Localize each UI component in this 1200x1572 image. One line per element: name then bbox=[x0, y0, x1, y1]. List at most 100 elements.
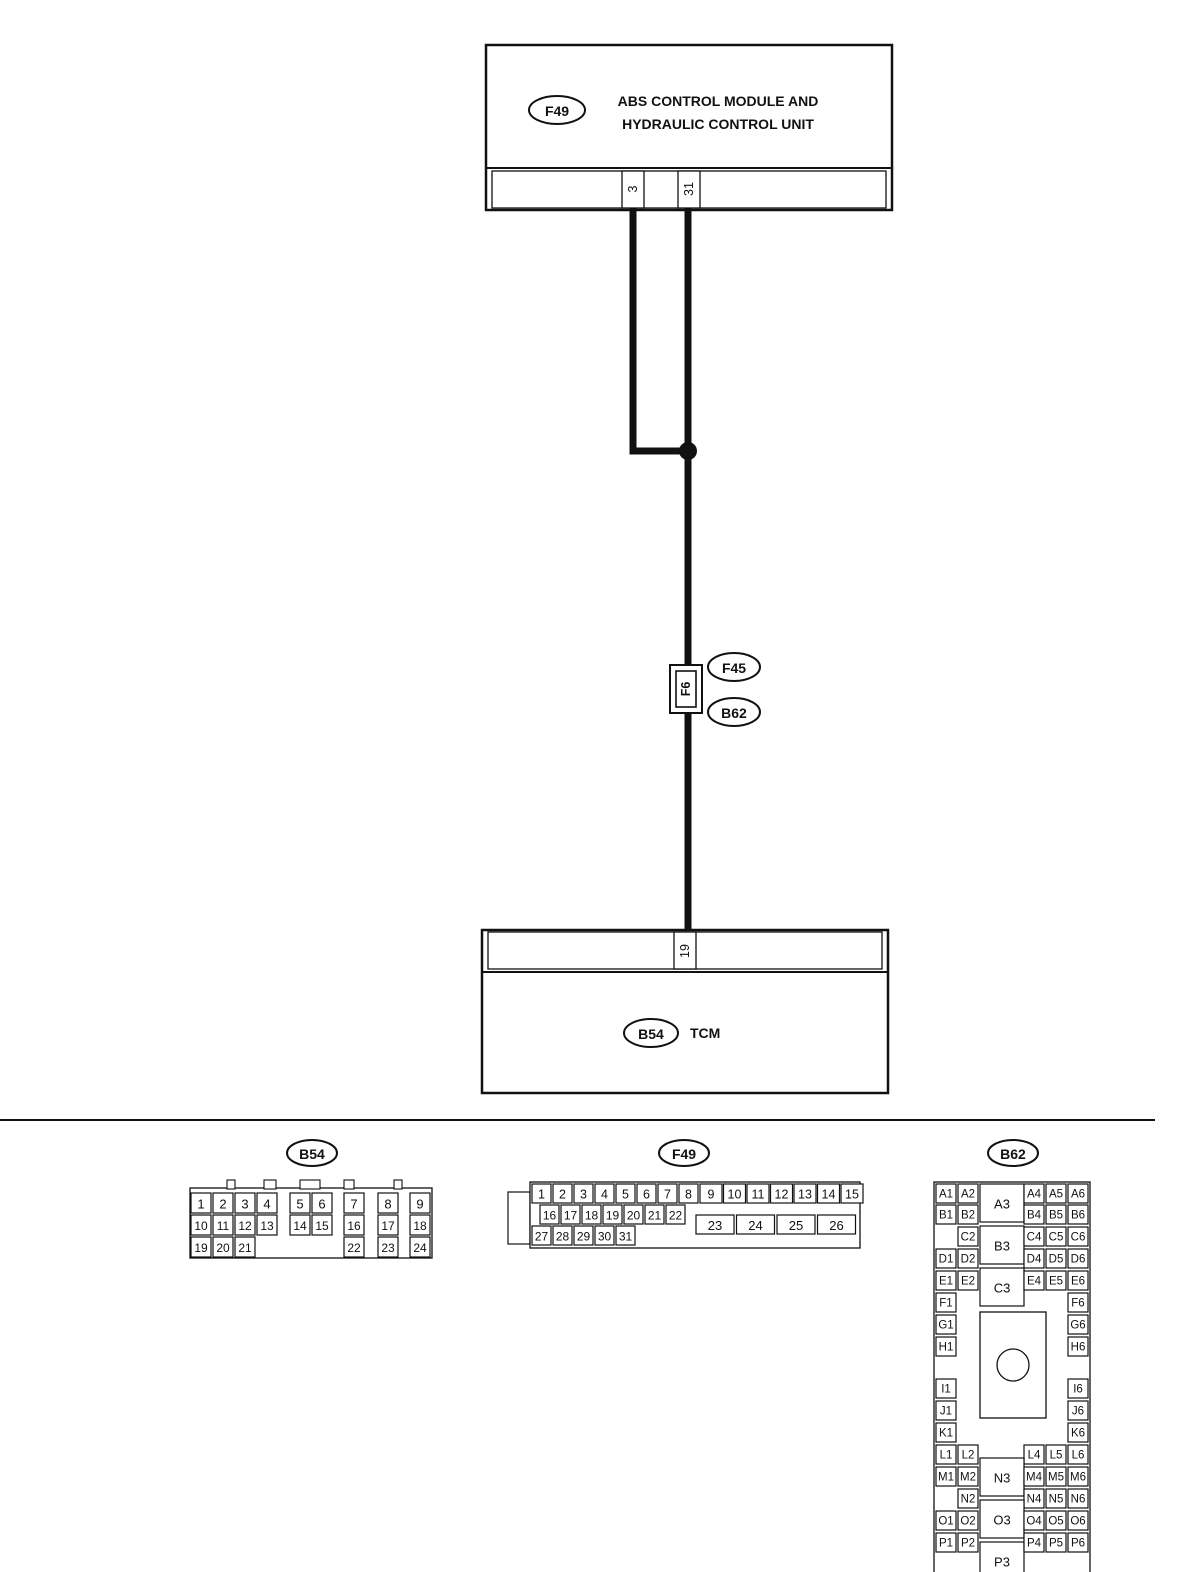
b62-pin-O1-cell bbox=[935, 1510, 957, 1531]
b62-pin-E1: E1 bbox=[939, 1276, 953, 1288]
f49-pin-5: 5 bbox=[622, 1188, 629, 1202]
b54-pin-20-cell bbox=[212, 1236, 234, 1258]
f49-view-title: F49 bbox=[672, 1146, 696, 1162]
abs-module-title-line1: ABS CONTROL MODULE AND bbox=[618, 93, 819, 109]
f49-side-key bbox=[507, 1191, 531, 1245]
b62-pin-D5-cell bbox=[1045, 1248, 1067, 1269]
b54-lock-tab bbox=[226, 1179, 236, 1190]
f49-pin-26-cell bbox=[816, 1214, 857, 1235]
b62-pin-D4: D4 bbox=[1027, 1254, 1042, 1266]
f49-pin-18: 18 bbox=[585, 1209, 599, 1223]
b62-pin-N6: N6 bbox=[1071, 1494, 1086, 1506]
b54-pin-1-cell bbox=[190, 1192, 212, 1214]
b62-pin-O5: O5 bbox=[1048, 1516, 1063, 1528]
f49-pin-24: 24 bbox=[748, 1218, 762, 1233]
b62-pin-F6: F6 bbox=[1071, 1298, 1084, 1310]
b62-pin-M4: M4 bbox=[1026, 1472, 1043, 1484]
f49-pin-12: 12 bbox=[775, 1188, 789, 1202]
b54-pin-8-cell bbox=[377, 1192, 399, 1214]
splice-point bbox=[679, 442, 697, 460]
b62-pin-F6-cell bbox=[1067, 1292, 1089, 1313]
b62-pin-O6: O6 bbox=[1070, 1516, 1085, 1528]
f49-pin-17-cell bbox=[560, 1204, 581, 1225]
b62-pin-O6-cell bbox=[1067, 1510, 1089, 1531]
b54-pin-24-cell bbox=[409, 1236, 431, 1258]
b62-pin-A1-cell bbox=[935, 1183, 957, 1204]
b54-pin-4-cell bbox=[256, 1192, 278, 1214]
b62-pin-I1-cell bbox=[935, 1378, 957, 1399]
f49-pin-11: 11 bbox=[752, 1188, 765, 1202]
b62-pin-C2: C2 bbox=[961, 1232, 976, 1244]
b62-pin-K1-cell bbox=[935, 1422, 957, 1443]
b54-pin-9-cell bbox=[409, 1192, 431, 1214]
b62-pin-I1: I1 bbox=[941, 1384, 951, 1396]
b54-pin-21: 21 bbox=[238, 1241, 252, 1255]
b62-pin-D6-cell bbox=[1067, 1248, 1089, 1269]
b62-pin-E5-cell bbox=[1045, 1270, 1067, 1291]
f49-pin-19: 19 bbox=[606, 1209, 620, 1223]
b62-pin-M1-cell bbox=[935, 1466, 957, 1487]
b62-pin-A5-cell bbox=[1045, 1183, 1067, 1204]
b62-pin-L6-cell bbox=[1067, 1444, 1089, 1465]
b62-pin-J6: J6 bbox=[1072, 1406, 1084, 1418]
b54-pin-16-cell bbox=[343, 1214, 365, 1236]
b54-pin-3-cell bbox=[234, 1192, 256, 1214]
abs-control-module: F49 ABS CONTROL MODULE AND HYDRAULIC CON… bbox=[484, 43, 894, 212]
f49-pin-3: 3 bbox=[580, 1188, 587, 1202]
tcm-pin-19-label: 19 bbox=[678, 944, 692, 958]
b62-pin-I6: I6 bbox=[1073, 1384, 1083, 1396]
b54-pin-12: 12 bbox=[238, 1219, 252, 1233]
b62-pin-A3: A3 bbox=[994, 1197, 1010, 1212]
b54-pin-16: 16 bbox=[347, 1219, 361, 1233]
b54-lock-tab bbox=[393, 1179, 403, 1190]
b62-view-title: B62 bbox=[1000, 1146, 1026, 1162]
f49-pin-19-cell bbox=[602, 1204, 623, 1225]
b54-pin-8: 8 bbox=[384, 1197, 391, 1212]
b62-pin-I6-cell bbox=[1067, 1378, 1089, 1399]
b54-view-title: B54 bbox=[299, 1146, 325, 1162]
b62-pin-M2-cell bbox=[957, 1466, 979, 1487]
abs-pin-31-label: 31 bbox=[682, 182, 696, 196]
b62-pin-M5: M5 bbox=[1048, 1472, 1064, 1484]
b62-pin-P3-cell bbox=[979, 1541, 1025, 1572]
f49-pin-20-cell bbox=[623, 1204, 644, 1225]
f49-pin-13-cell bbox=[793, 1183, 817, 1204]
b54-pin-19: 19 bbox=[194, 1241, 208, 1255]
b54-pin-5-cell bbox=[289, 1192, 311, 1214]
b62-pin-N3: N3 bbox=[994, 1471, 1011, 1486]
b62-pin-H1: H1 bbox=[939, 1342, 954, 1354]
b62-pin-D2: D2 bbox=[961, 1254, 976, 1266]
f49-pin-9: 9 bbox=[708, 1188, 715, 1202]
b54-pin-23: 23 bbox=[381, 1241, 395, 1255]
b62-pin-B4-cell bbox=[1023, 1204, 1045, 1225]
f49-pin-17: 17 bbox=[564, 1209, 578, 1223]
b62-pin-F1-cell bbox=[935, 1292, 957, 1313]
f49-pin-6: 6 bbox=[643, 1188, 650, 1202]
b62-pin-M4-cell bbox=[1023, 1466, 1045, 1487]
f49-pin-23: 23 bbox=[708, 1218, 722, 1233]
b62-pin-M2: M2 bbox=[960, 1472, 976, 1484]
b62-pin-B6-cell bbox=[1067, 1204, 1089, 1225]
b62-pin-N5-cell bbox=[1045, 1488, 1067, 1509]
b62-pin-L6: L6 bbox=[1072, 1450, 1085, 1462]
b62-pin-M6: M6 bbox=[1070, 1472, 1086, 1484]
f49-pin-15: 15 bbox=[845, 1188, 859, 1202]
b62-pin-G6-cell bbox=[1067, 1314, 1089, 1335]
b54-pin-11-cell bbox=[212, 1214, 234, 1236]
abs-module-connector-badge bbox=[528, 95, 586, 125]
b62-pin-D6: D6 bbox=[1071, 1254, 1086, 1266]
f49-pin-15-cell bbox=[840, 1183, 864, 1204]
b62-pin-H6-cell bbox=[1067, 1336, 1089, 1357]
b62-pin-C3-cell bbox=[979, 1267, 1025, 1307]
b62-pin-C5: C5 bbox=[1049, 1232, 1064, 1244]
wire-from-pin-3 bbox=[629, 208, 688, 455]
b62-pin-P1: P1 bbox=[939, 1538, 953, 1550]
b62-pin-N5: N5 bbox=[1049, 1494, 1064, 1506]
b62-pin-E2-cell bbox=[957, 1270, 979, 1291]
f49-pin-29: 29 bbox=[577, 1230, 591, 1244]
f49-pin-8: 8 bbox=[685, 1188, 692, 1202]
b62-pin-N3-cell bbox=[979, 1457, 1025, 1497]
b54-pin-1: 1 bbox=[197, 1197, 204, 1212]
f49-pin-25: 25 bbox=[789, 1218, 803, 1233]
